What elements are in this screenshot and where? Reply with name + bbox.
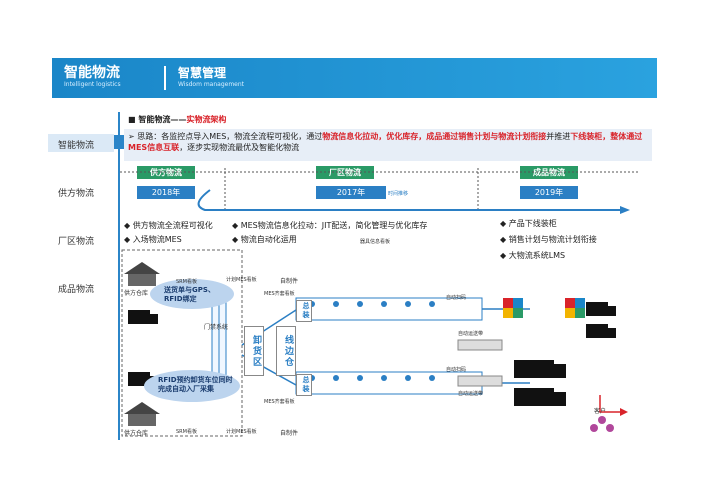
gate-label: 门禁系统 [204, 324, 229, 331]
factory-bullet-2-text: 物流自动化运用 [240, 235, 297, 244]
mes-board-label-top: 计划MES看板 [226, 277, 257, 283]
heading-bullet: ■ [128, 115, 136, 124]
finished-bullet-2: ◆ 销售计划与物流计划衔接 [500, 235, 597, 244]
auto-scan-top: 自动扫码 [446, 295, 467, 301]
selfmade-label-top: 自制件 [280, 278, 299, 285]
year-2017: 2017年 [316, 186, 386, 199]
thought-text-1: 思路：各监控点导入MES，物流全流程可视化，通过 [137, 132, 323, 141]
srm-label-top: SRM看板 [176, 279, 197, 285]
lineside-warehouse: 线边仓 [276, 326, 296, 376]
nav-item-smart-logistics[interactable]: 智能物流 [58, 141, 95, 151]
heading-label: 智能物流—— [138, 115, 187, 124]
nav-divider [118, 112, 120, 440]
assembly-bottom: 总装 [296, 374, 312, 396]
customer-label: 客户 [594, 408, 607, 415]
finished-bullet-1-text: 产品下线装柜 [508, 219, 557, 228]
header-section-sub: Wisdom management [178, 81, 245, 88]
thought-highlight-1: 物流信息化拉动，优化库存，成品通过销售计划与物流计划衔接 [322, 132, 547, 141]
device-board-label: 器具信息看板 [360, 239, 391, 245]
finished-bullet-3: ◆ 大物流系统LMS [500, 251, 566, 260]
factory-bullet-2: ◆ 物流自动化运用 [232, 235, 297, 244]
page-header: 智能物流 Intelligent logistics 智慧管理 Wisdom m… [52, 58, 657, 98]
mes-board-label-bottom: 计划MES看板 [226, 429, 257, 435]
nav-item-factory-logistics[interactable]: 厂区物流 [58, 237, 95, 247]
mes-display-bottom: MES齐套看板 [264, 399, 295, 405]
thought-text-3: ，逐步实现物流最优及智能化物流 [179, 143, 300, 152]
warehouse-label-top: 供方仓库 [124, 290, 149, 297]
bubble-rfid-reserve: RFID预约卸货车位同时完成自动入厂采集 [158, 376, 233, 393]
bubble-gps-rfid: 送货单与GPS、RFID绑定 [164, 286, 215, 303]
selfmade-label-bottom: 自制件 [280, 430, 299, 437]
unload-zone: 卸货区 [244, 326, 264, 376]
supply-bullet-1-text: 供方物流全流程可视化 [132, 221, 213, 230]
nav-active-highlight [48, 134, 114, 152]
header-divider [164, 66, 166, 90]
factory-bullet-1-text: MES物流信息化拉动：JIT配送，简化管理与优化库存 [240, 221, 428, 230]
header-title: 智能物流 [64, 65, 120, 81]
finished-bullet-2-text: 销售计划与物流计划衔接 [508, 235, 597, 244]
section-heading: ■ 智能物流——实物流架构 [128, 114, 226, 125]
heading-highlight: 实物流架构 [186, 115, 227, 124]
year-2019: 2019年 [520, 186, 578, 199]
conveyor-top: 自动运送带 [458, 331, 484, 337]
warehouse-label-bottom: 供方仓库 [124, 430, 149, 437]
conveyor-bottom: 自动运送带 [458, 391, 484, 397]
thought-arrow: ➢ [128, 132, 135, 141]
supply-bullet-1: ◆ 供方物流全流程可视化 [124, 221, 213, 230]
srm-label-bottom: SRM看板 [176, 429, 197, 435]
thought-text-2: 并推进 [546, 132, 571, 141]
year-2018: 2018年 [137, 186, 195, 199]
header-section: 智慧管理 [178, 66, 227, 80]
finished-bullet-3-text: 大物流系统LMS [508, 251, 566, 260]
supply-bullet-2: ◆ 入场物流MES [124, 235, 182, 244]
mes-display-top: MES齐套看板 [264, 291, 295, 297]
header-subtitle: Intelligent logistics [64, 81, 121, 88]
nav-item-supply-logistics[interactable]: 供方物流 [58, 189, 95, 199]
nav-item-finished-logistics[interactable]: 成品物流 [58, 285, 95, 295]
supply-bullet-2-text: 入场物流MES [132, 235, 182, 244]
thought-highlight-2: 下线装柜，整体通过MES信息互联 [128, 132, 643, 152]
thought-box: ➢ 思路：各监控点导入MES，物流全流程可视化，通过物流信息化拉动，优化库存，成… [124, 129, 652, 161]
nav-marker [114, 135, 124, 149]
auto-scan-bottom: 自动扫码 [446, 367, 467, 373]
assembly-top: 总装 [296, 300, 312, 322]
finished-bullet-1: ◆ 产品下线装柜 [500, 219, 557, 228]
time-note: 时间推移 [388, 191, 409, 197]
factory-bullet-1: ◆ MES物流信息化拉动：JIT配送，简化管理与优化库存 [232, 221, 428, 230]
